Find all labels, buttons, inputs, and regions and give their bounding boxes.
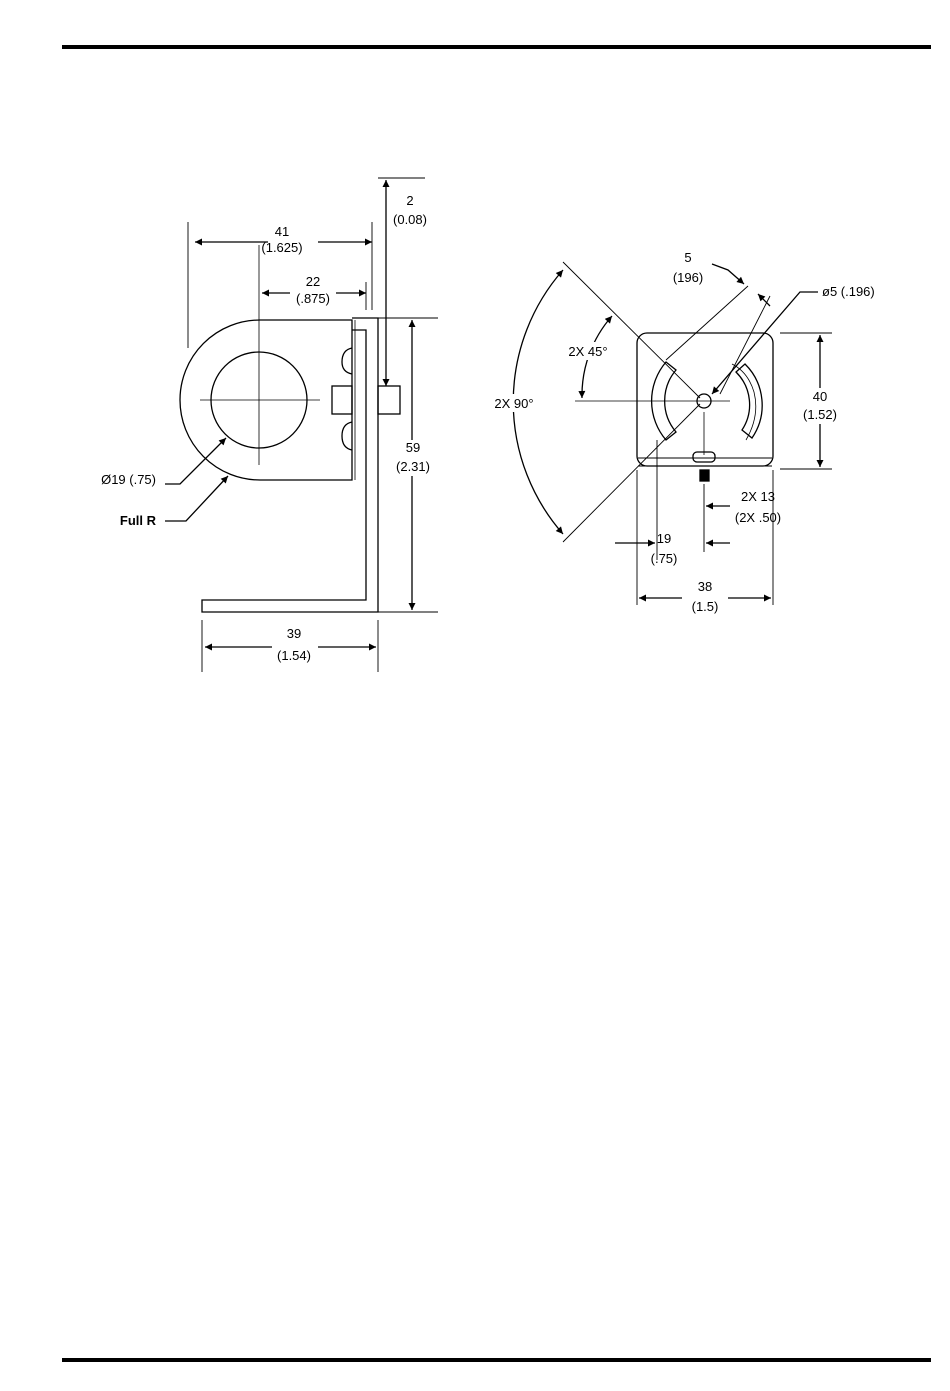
dim-22-mm: 22	[306, 274, 320, 289]
dim-13-in: (2X .50)	[735, 510, 781, 525]
lens-top	[342, 348, 352, 374]
angle-45-label: 2X 45°	[568, 344, 607, 359]
dim-40-in: (1.52)	[803, 407, 837, 422]
dim-39-mm: 39	[287, 626, 301, 641]
dim-40-mm: 40	[813, 389, 827, 404]
arc-slot-right	[736, 364, 762, 438]
dim-39-in: (1.54)	[277, 648, 311, 663]
leader-dim5	[712, 264, 744, 284]
dim-5-mm: 5	[684, 250, 691, 265]
dim-59-mm: 59	[406, 440, 420, 455]
dim-38-mm: 38	[698, 579, 712, 594]
dim-22-in: (.875)	[296, 291, 330, 306]
dim-5-in: (196)	[673, 270, 703, 285]
leader-dia19	[165, 438, 226, 484]
dim-2-in: (0.08)	[393, 212, 427, 227]
dim-41-mm: 41	[275, 224, 289, 239]
full-r-label: Full R	[120, 513, 157, 528]
dim-41-in: (1.625)	[261, 240, 302, 255]
front-view-labels: 5 (196) ø5 (.196) 2X 45° 2X 90° 40 (1.52…	[488, 250, 875, 614]
dia-19-label: Ø19 (.75)	[101, 472, 156, 487]
bracket-outline	[180, 318, 378, 612]
sensor-body	[332, 386, 352, 414]
connector-pin	[700, 470, 709, 481]
dim-19-in: (.75)	[651, 551, 678, 566]
sensor-cap	[378, 386, 400, 414]
dim-38-in: (1.5)	[692, 599, 719, 614]
leader-fullr	[165, 476, 228, 521]
dim-13-mm: 2X 13	[741, 489, 775, 504]
dim-59-in: (2.31)	[396, 459, 430, 474]
lens-bottom	[342, 422, 352, 450]
dim-2-mm: 2	[406, 193, 413, 208]
dim-19-mm: 19	[657, 531, 671, 546]
angle-90-label: 2X 90°	[494, 396, 533, 411]
dia-5-label: ø5 (.196)	[822, 284, 875, 299]
